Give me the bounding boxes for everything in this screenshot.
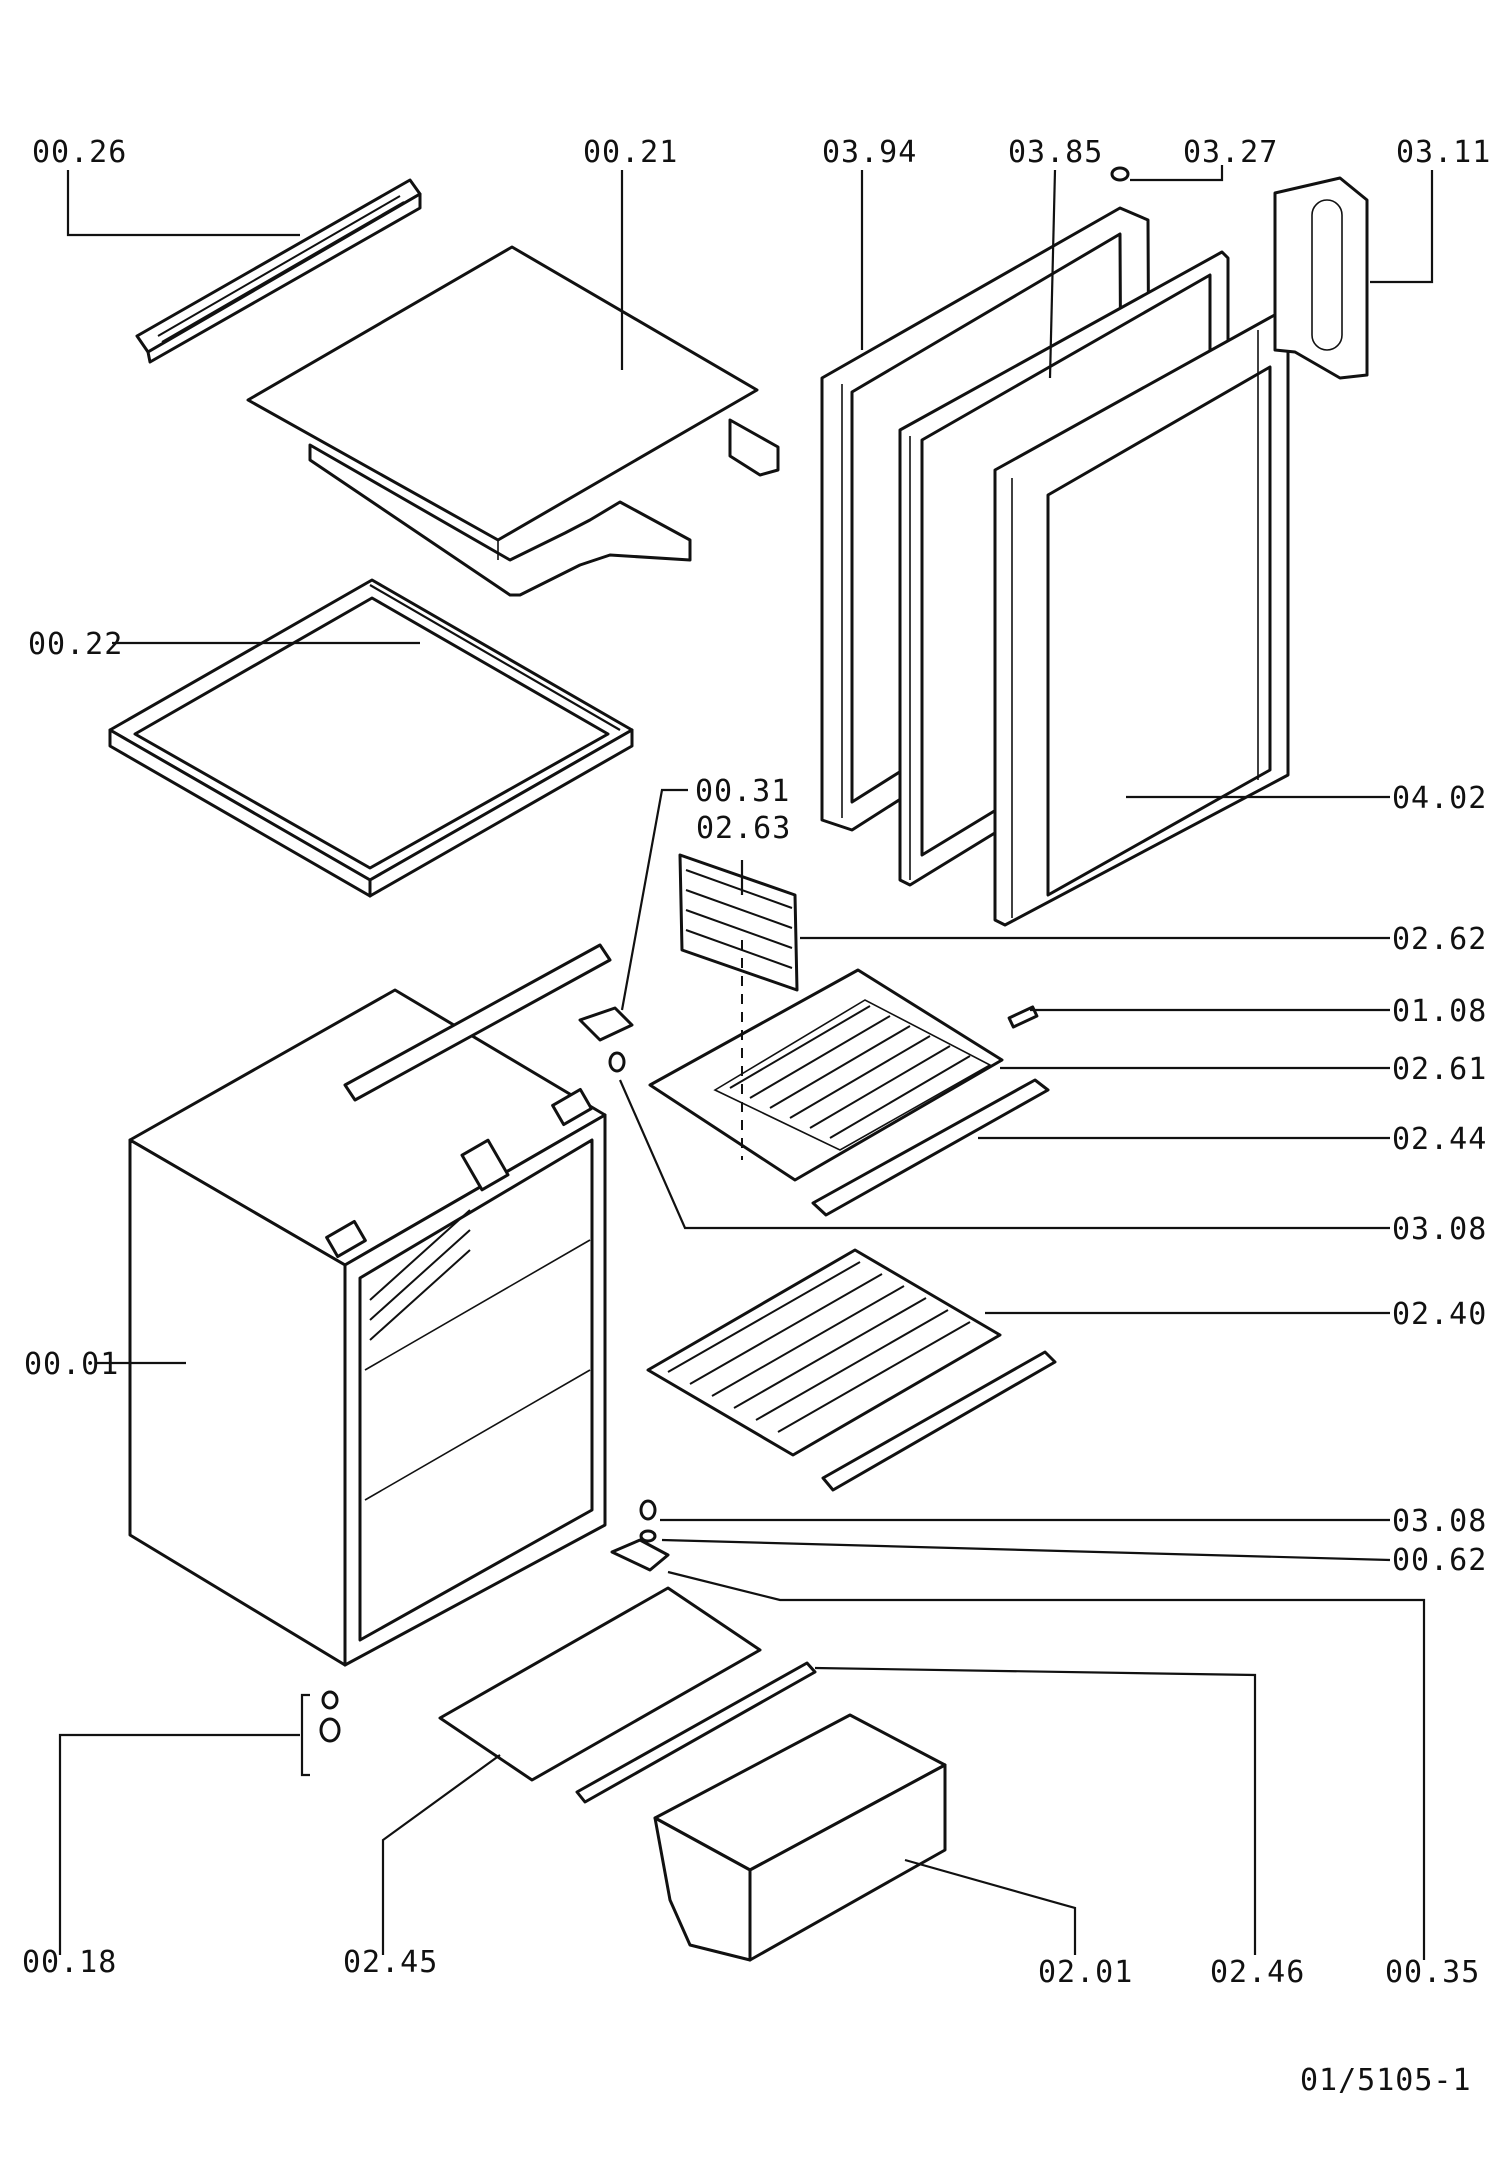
- label-02-61: 02.61: [1392, 1052, 1487, 1087]
- label-03-27: 03.27: [1183, 135, 1278, 170]
- part-shelf-trim-lower: [821, 1350, 1057, 1492]
- label-03-85: 03.85: [1008, 135, 1103, 170]
- leader-00-18-bracket: [300, 1693, 310, 1777]
- leader-02-45: [381, 1754, 501, 1955]
- leader-02-46: [814, 1666, 1257, 1955]
- leader-03-08a: [618, 1079, 1390, 1230]
- label-00-62: 00.62: [1392, 1543, 1487, 1578]
- label-03-11: 03.11: [1396, 135, 1491, 170]
- label-02-01: 02.01: [1038, 1955, 1133, 1990]
- part-hinge-cover: [1273, 176, 1369, 380]
- leader-00-35: [667, 1570, 1426, 1960]
- part-hinge-upper: [578, 1006, 634, 1073]
- part-crisper-drawer: [653, 1713, 947, 1962]
- label-03-08-upper: 03.08: [1392, 1212, 1487, 1247]
- label-02-44: 02.44: [1392, 1122, 1487, 1157]
- part-feet: [319, 1690, 341, 1743]
- label-03-94: 03.94: [822, 135, 917, 170]
- label-02-45: 02.45: [343, 1945, 438, 1980]
- label-04-02: 04.02: [1392, 781, 1487, 816]
- label-03-08-lower: 03.08: [1392, 1504, 1487, 1539]
- label-02-62: 02.62: [1392, 922, 1487, 957]
- label-00-22: 00.22: [28, 627, 123, 662]
- label-01-08: 01.08: [1392, 994, 1487, 1029]
- part-top-panel: [246, 245, 780, 597]
- leader-03-11: [1370, 170, 1434, 284]
- part-shelf-trim-upper: [811, 1078, 1050, 1217]
- part-lower-shelf: [646, 1248, 1002, 1457]
- drawing-number: 01/5105-1: [1300, 2063, 1472, 2098]
- part-freezer-flap: [678, 853, 799, 992]
- label-02-40: 02.40: [1392, 1297, 1487, 1332]
- label-00-01: 00.01: [24, 1347, 119, 1382]
- part-latch-pin: [1007, 1005, 1039, 1029]
- part-door-panel: [993, 310, 1290, 927]
- part-glass-plate: [438, 1586, 762, 1782]
- leader-03-85: [1048, 169, 1057, 379]
- leader-00-62: [661, 1538, 1391, 1562]
- label-02-46: 02.46: [1210, 1955, 1305, 1990]
- part-upper-shelf: [648, 968, 1004, 1182]
- label-00-18: 00.18: [22, 1945, 117, 1980]
- leader-00-18: [58, 1733, 300, 1955]
- label-00-26: 00.26: [32, 135, 127, 170]
- leader-00-31: [620, 788, 688, 1011]
- part-top-frame: [108, 578, 634, 898]
- part-shelf-trim-bottom: [575, 1661, 817, 1804]
- label-02-63: 02.63: [696, 811, 791, 846]
- leader-02-01: [904, 1858, 1077, 1955]
- part-hinge-lower: [610, 1499, 670, 1572]
- part-screw: [1110, 166, 1130, 182]
- label-00-35: 00.35: [1385, 1955, 1480, 1990]
- leader-03-27: [1130, 165, 1224, 182]
- part-top-grille: [135, 178, 422, 364]
- leader-00-26: [66, 170, 300, 237]
- part-cabinet-body: [128, 943, 612, 1667]
- label-00-31: 00.31: [695, 774, 790, 809]
- label-00-21: 00.21: [583, 135, 678, 170]
